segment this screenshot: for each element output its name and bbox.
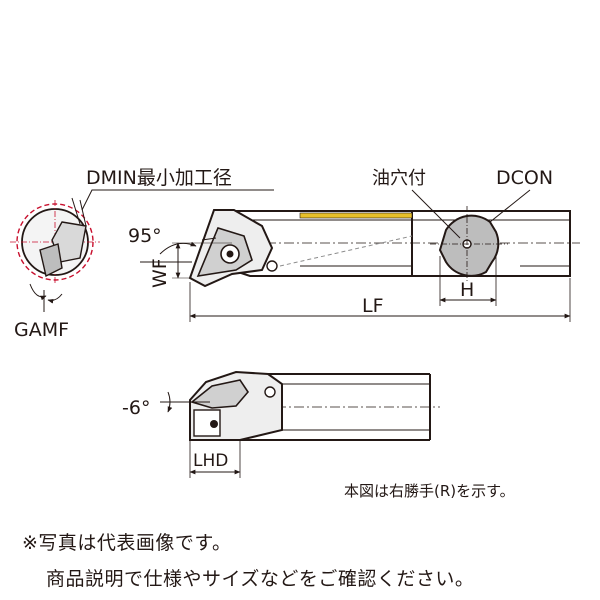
- end-view: [10, 189, 274, 312]
- end-insert-detail: [39, 243, 63, 278]
- end-insert: [51, 221, 87, 263]
- lf-label: LF: [362, 295, 384, 317]
- wf-label: WF: [149, 258, 171, 288]
- flat-stripe: [299, 212, 413, 219]
- dcon-leader: [489, 189, 531, 223]
- side-view-bar: [160, 370, 440, 478]
- dcon-label: DCON: [496, 167, 553, 189]
- photo-note: ※写真は代表画像です。: [22, 532, 232, 554]
- side-insert: [190, 379, 250, 409]
- angle-neg6-arc: [167, 391, 173, 413]
- section-view: [411, 189, 531, 306]
- h-label: H: [460, 279, 474, 301]
- oil-hole-leader: [411, 189, 461, 239]
- oil-hole-label: 油穴付: [372, 168, 426, 189]
- angle-95-label: 95°: [128, 225, 162, 247]
- dmin-label: DMIN最小加工径: [86, 167, 232, 189]
- oil-hole-path: [279, 235, 413, 267]
- gamf-label: GAMF: [14, 319, 69, 341]
- angle-neg6-label: -6°: [122, 397, 150, 419]
- coolant-outlet: [266, 260, 278, 272]
- lhd-label: LHD: [193, 451, 228, 471]
- hand-note-label: 本図は右勝手(R)を示す。: [344, 482, 515, 500]
- check-note: 商品説明で仕様やサイズなどをご確認ください。: [46, 568, 475, 590]
- dmin-leader: [81, 189, 274, 211]
- top-view-bar: [140, 209, 580, 322]
